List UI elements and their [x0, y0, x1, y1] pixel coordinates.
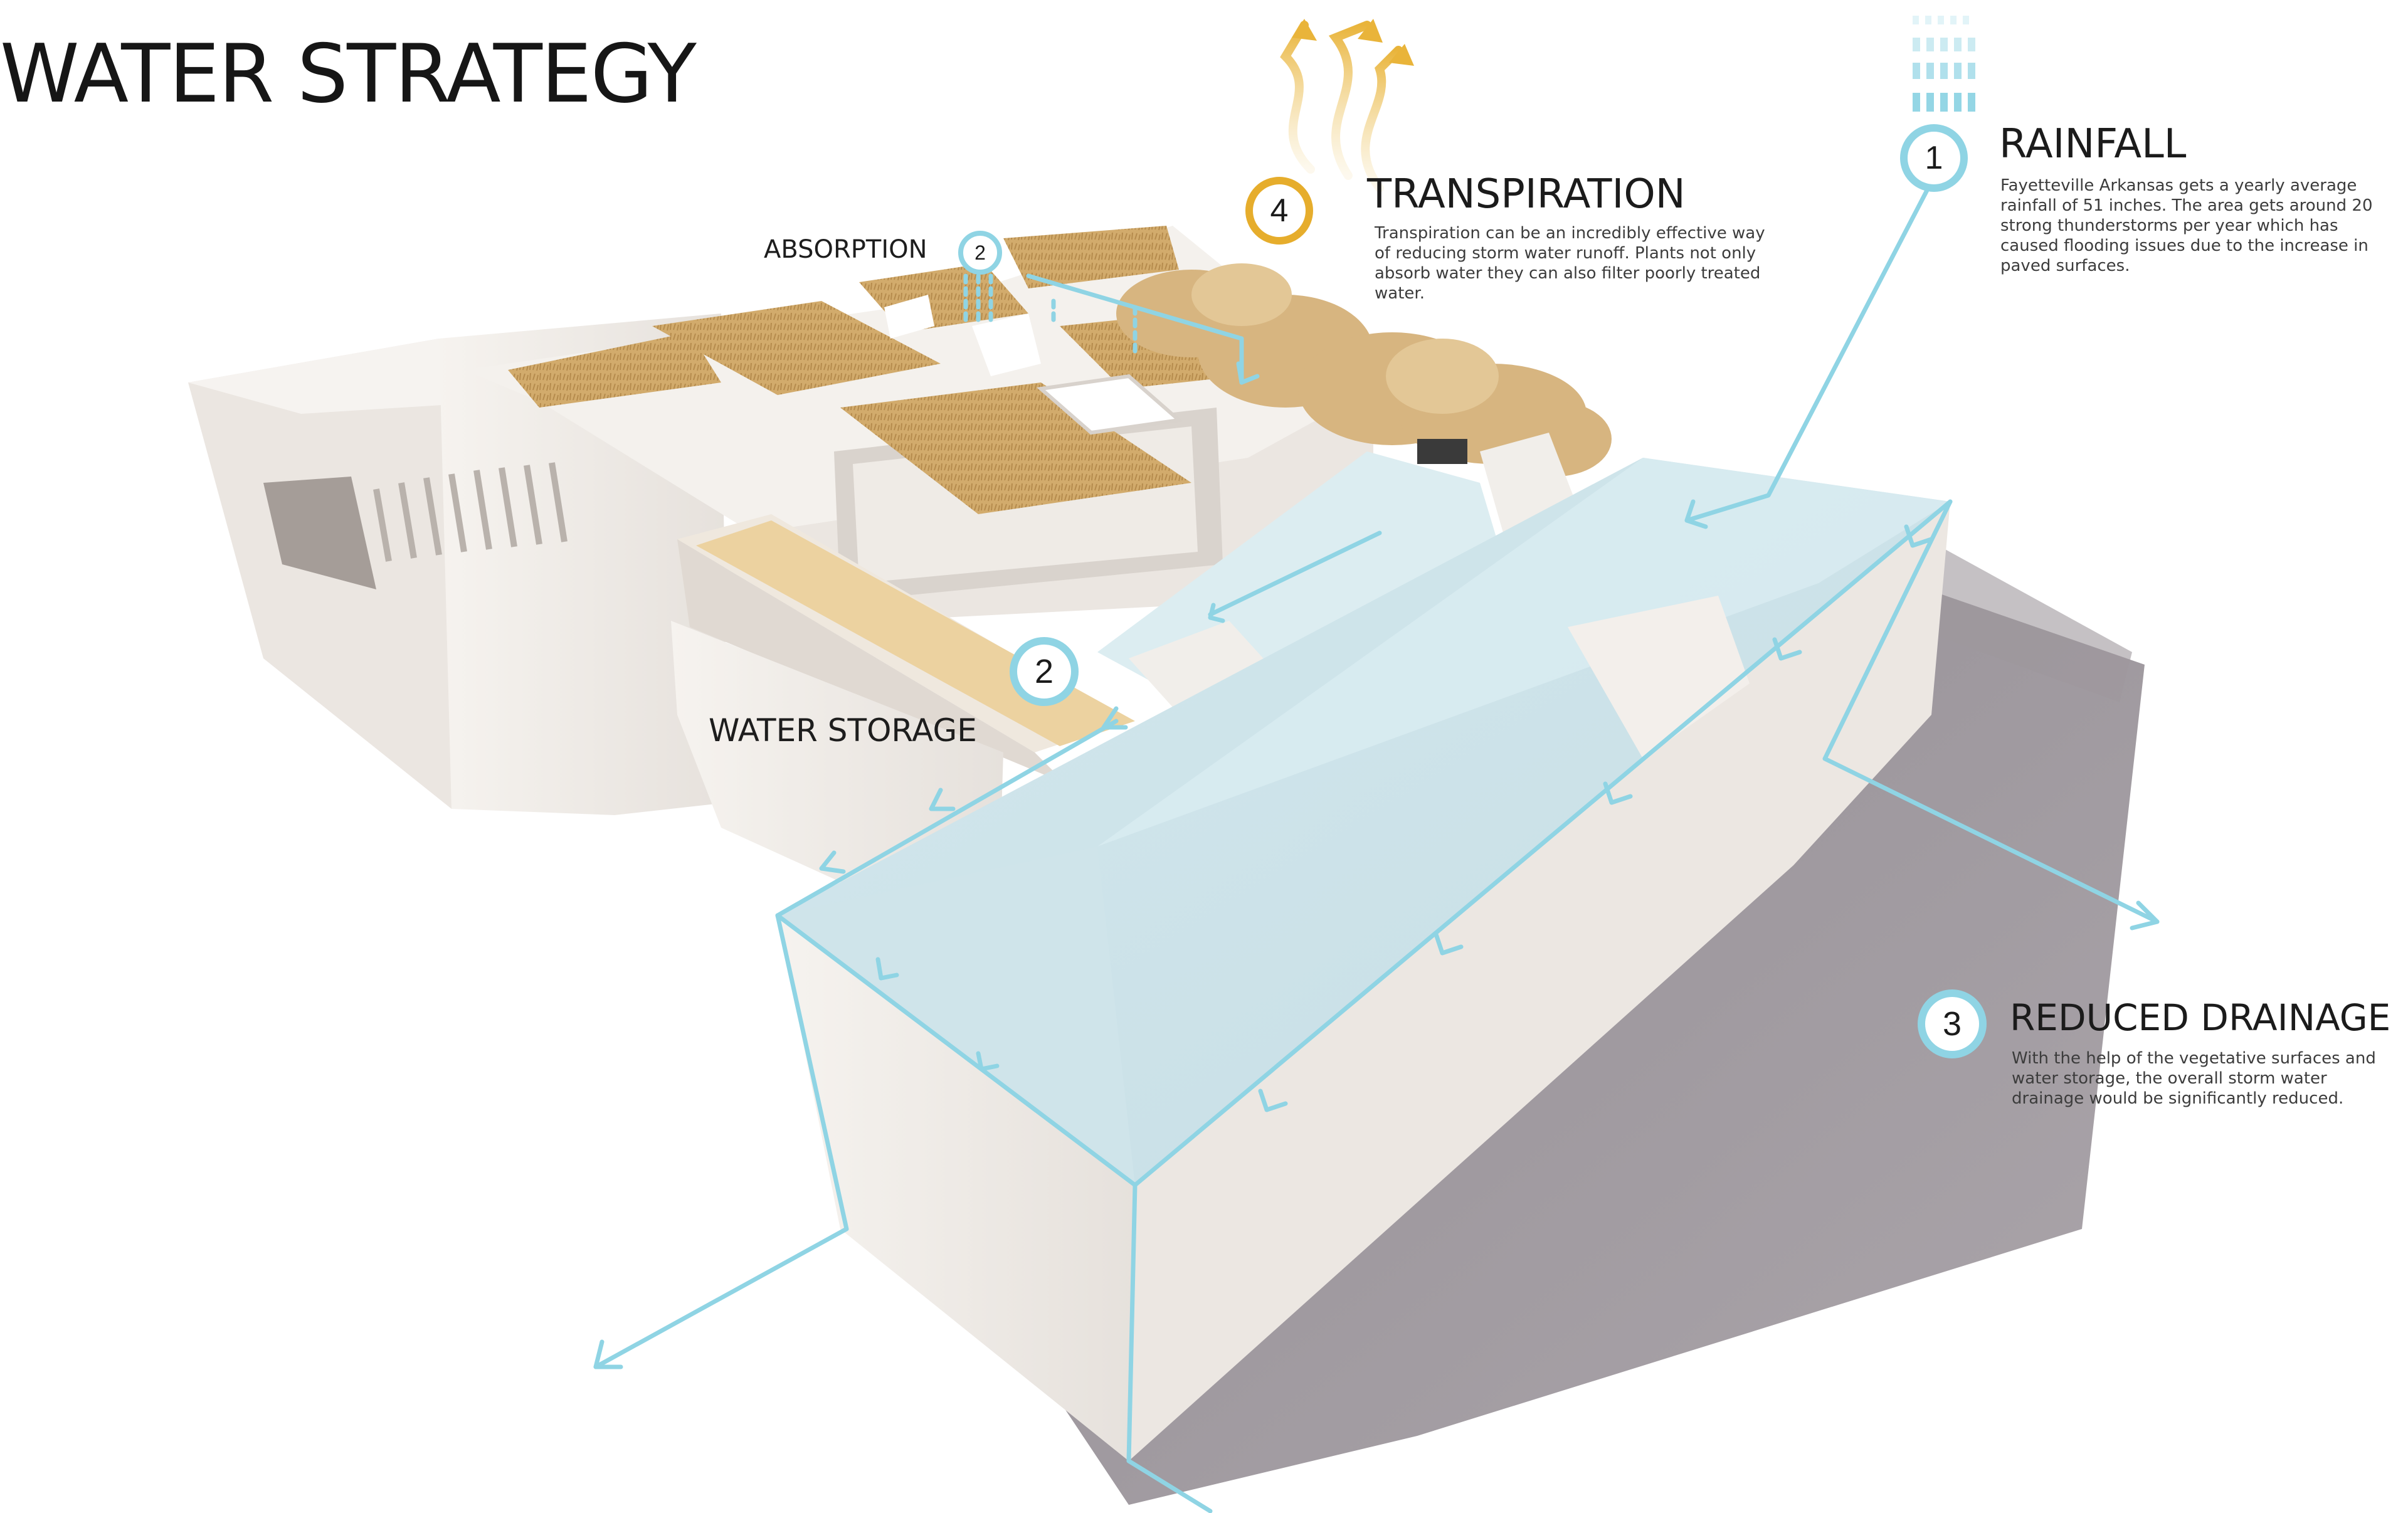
front-roof-ridge-right: [1097, 458, 1950, 846]
absorption-number: 2: [974, 241, 986, 264]
louver-screen: [348, 462, 568, 565]
front-roof-ridge-left: [778, 846, 1135, 1185]
rainfall-number: 1: [1925, 140, 1943, 176]
rainfall-heading: RAINFALL: [1999, 121, 2187, 167]
drainage-description: With the help of the vegetative surfaces…: [2012, 1049, 2376, 1108]
rain-drops-icon: [1913, 16, 1975, 112]
front-gable-left: [778, 915, 1135, 1461]
green-roof-2: [652, 301, 941, 395]
front-long-wall: [1129, 502, 1950, 1461]
page-title: WATER STRATEGY: [0, 28, 697, 121]
rainfall-description: Fayetteville Arkansas gets a yearly aver…: [2000, 176, 2373, 275]
water-storage-number: 2: [1034, 653, 1054, 690]
transpiration-heading: TRANSPIRATION: [1367, 171, 1686, 218]
storage-side: [677, 539, 1066, 784]
green-roof-6: [840, 382, 1191, 514]
drainage-heading: REDUCED DRAINAGE: [2010, 996, 2391, 1039]
absorption-label: ABSORPTION: [764, 235, 927, 264]
absorption-number-badge: 2: [958, 231, 1002, 275]
transpiration-number: 4: [1270, 192, 1289, 229]
drainage-number-badge: 3: [1918, 989, 1987, 1058]
water-storage-label: WATER STORAGE: [709, 712, 977, 749]
flow-arrow-icon: [593, 361, 2160, 1369]
transpiration-arrows-icon: [1280, 21, 1403, 192]
transpiration-description: Transpiration can be an incredibly effec…: [1375, 224, 1765, 303]
green-roof-1: [508, 332, 721, 408]
water-storage-number-badge: 2: [1010, 637, 1079, 706]
transpiration-number-badge: 4: [1245, 177, 1313, 245]
drainage-number: 3: [1942, 1005, 1962, 1043]
rainfall-number-badge: 1: [1900, 124, 1968, 192]
green-roof-4: [1003, 226, 1179, 288]
water-flow-lines: [593, 179, 2160, 1513]
